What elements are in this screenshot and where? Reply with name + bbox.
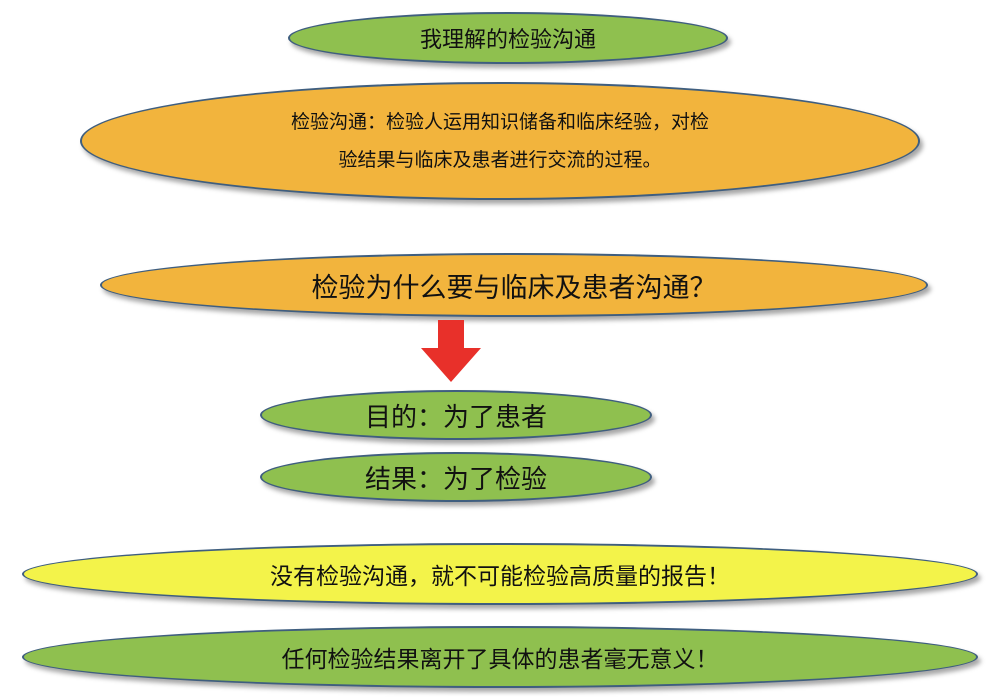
- definition-line-2: 验结果与临床及患者进行交流的过程。: [338, 149, 662, 171]
- quality-statement-text: 没有检验沟通，就不可能检验高质量的报告！: [270, 564, 730, 590]
- meaning-statement-text: 任何检验结果离开了具体的患者毫无意义！: [281, 647, 719, 673]
- down-arrow-icon: [421, 320, 481, 382]
- title-oval: 我理解的检验沟通: [288, 12, 728, 64]
- definition-oval: 检验沟通：检验人运用知识储备和临床经验，对检 验结果与临床及患者进行交流的过程。: [80, 82, 920, 200]
- title-text: 我理解的检验沟通: [419, 28, 596, 53]
- result-text: 结果：为了检验: [364, 464, 547, 495]
- purpose-oval: 目的：为了患者: [260, 390, 652, 440]
- quality-statement-oval: 没有检验沟通，就不可能检验高质量的报告！: [22, 543, 978, 605]
- meaning-statement-oval: 任何检验结果离开了具体的患者毫无意义！: [22, 626, 978, 688]
- question-text: 检验为什么要与临床及患者沟通？: [311, 272, 717, 304]
- question-oval: 检验为什么要与临床及患者沟通？: [100, 253, 928, 317]
- definition-text: 检验沟通：检验人运用知识储备和临床经验，对检 验结果与临床及患者进行交流的过程。: [291, 103, 709, 179]
- definition-line-1: 检验沟通：检验人运用知识储备和临床经验，对检: [290, 111, 709, 133]
- result-oval: 结果：为了检验: [260, 452, 652, 502]
- purpose-text: 目的：为了患者: [364, 402, 547, 433]
